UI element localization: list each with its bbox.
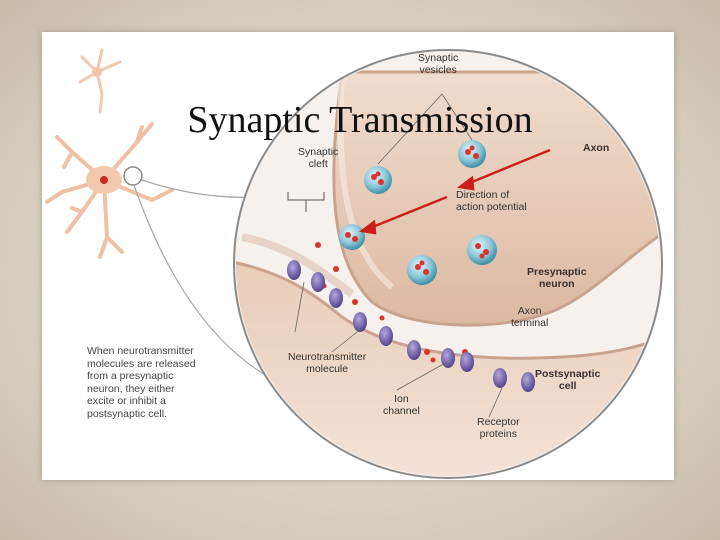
label-presynaptic-neuron: Presynaptic neuron [527, 266, 587, 290]
label-neurotransmitter-molecule: Neurotransmitter molecule [288, 351, 367, 375]
label-ion-channel: Ion channel [383, 393, 420, 417]
synaptic-vesicle [339, 224, 365, 250]
leader-lines [294, 93, 503, 418]
action-potential-arrow [358, 148, 551, 235]
synaptic-vesicle [458, 140, 486, 168]
receptor-proteins [287, 260, 535, 392]
label-axon-terminal: Axon terminal [511, 305, 549, 329]
synaptic-vesicle [364, 166, 392, 194]
label-receptor-proteins: Receptor proteins [477, 416, 520, 440]
synaptic-vesicle [467, 235, 497, 265]
label-synaptic-cleft: Synaptic cleft [298, 146, 339, 170]
synaptic-vesicle [407, 255, 437, 285]
neuron-cell-small [78, 48, 122, 114]
slide-title: Synaptic Transmission [187, 99, 533, 141]
synapse-illustration [45, 48, 663, 479]
label-direction-of-action-potential: Direction of action potential [456, 189, 527, 213]
label-synaptic-vesicles: Synaptic vesicles [418, 52, 459, 76]
zoom-marker [123, 166, 143, 186]
neuron-cell-large [45, 122, 174, 259]
label-postsynaptic-cell: Postsynaptic cell [535, 368, 601, 392]
diagram-panel [42, 32, 674, 480]
synaptic-cleft-bracket [287, 192, 325, 212]
label-axon: Axon [583, 142, 610, 154]
diagram-caption: When neurotransmitter molecules are rele… [87, 345, 196, 420]
